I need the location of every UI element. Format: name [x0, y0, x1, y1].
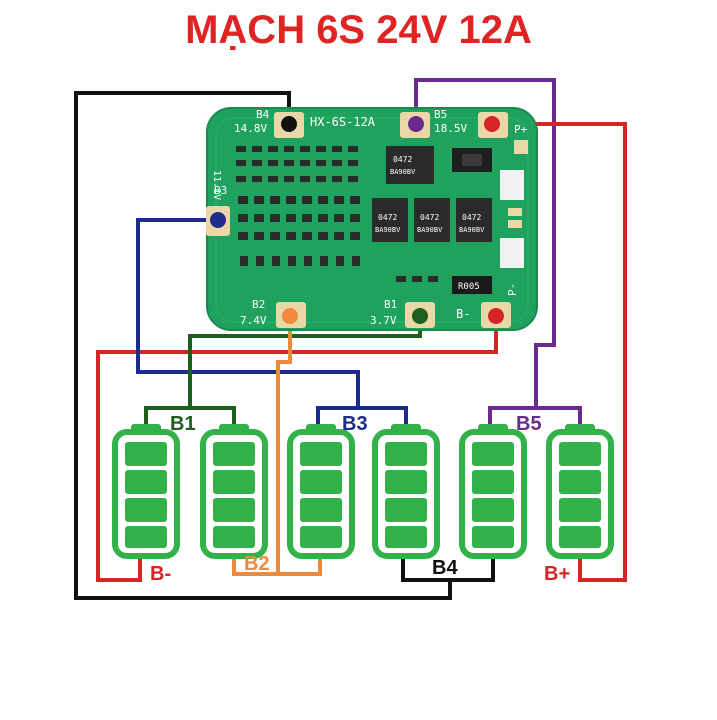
pad-voltage-b5: 18.5V	[434, 122, 467, 135]
label-b4: B4	[432, 557, 458, 579]
red-wire-bminus	[96, 318, 498, 582]
pad-label-b3: B3	[214, 184, 227, 197]
diagram-title: MẠCH 6S 24V 12A	[185, 8, 532, 52]
resistor-label: R005	[458, 282, 480, 292]
label-b2: B2	[244, 553, 270, 575]
battery-icon	[459, 424, 527, 559]
label-b3: B3	[342, 413, 368, 435]
orange-wire	[276, 318, 292, 574]
pad-label-bminus: B-	[456, 307, 470, 321]
b5-bracket	[488, 406, 582, 426]
ic-label-sub: BA90BV	[390, 168, 416, 176]
pad-label-b2: B2	[252, 298, 265, 311]
mosfet-3-label: 0472	[462, 213, 481, 222]
battery-icon	[546, 424, 614, 559]
pad-voltage-b4: 14.8V	[234, 122, 267, 135]
mosfet-1-label: 0472	[378, 213, 397, 222]
purple-wire	[414, 78, 556, 408]
b4-bracket	[401, 556, 495, 582]
label-b1: B1	[170, 413, 196, 435]
battery-icon	[112, 424, 180, 559]
pad-voltage-b3: 11.1V	[211, 170, 222, 200]
pad-label-pplus: P+	[514, 123, 528, 136]
black-wire	[74, 91, 452, 600]
label-b5: B5	[516, 413, 542, 435]
board-model: HX-6S-12A	[310, 115, 376, 129]
mosfet-2-sub: BA90BV	[417, 226, 443, 234]
b1-bracket	[144, 406, 236, 426]
green-wire	[188, 318, 422, 408]
pad-label-b5: B5	[434, 108, 447, 121]
blue-wire	[136, 218, 360, 408]
pad-voltage-b1: 3.7V	[370, 314, 397, 327]
ic-label: 0472	[393, 155, 412, 164]
b2-bracket	[232, 556, 322, 576]
label-bminus: B-	[150, 563, 171, 585]
pad-label-pminus: P-	[506, 283, 519, 296]
pad-voltage-b2: 7.4V	[240, 314, 267, 327]
mosfet-3-sub: BA90BV	[459, 226, 485, 234]
pad-label-b4: B4	[256, 108, 270, 121]
red-wire-pplus	[492, 122, 627, 582]
battery-icon	[200, 424, 268, 559]
battery-icon	[287, 424, 355, 559]
label-bplus: B+	[544, 563, 570, 585]
battery-icon	[372, 424, 440, 559]
pad-label-b1: B1	[384, 298, 397, 311]
bms-board	[206, 107, 538, 331]
mosfet-2-label: 0472	[420, 213, 439, 222]
b3-bracket	[316, 406, 408, 426]
mosfet-1-sub: BA90BV	[375, 226, 401, 234]
